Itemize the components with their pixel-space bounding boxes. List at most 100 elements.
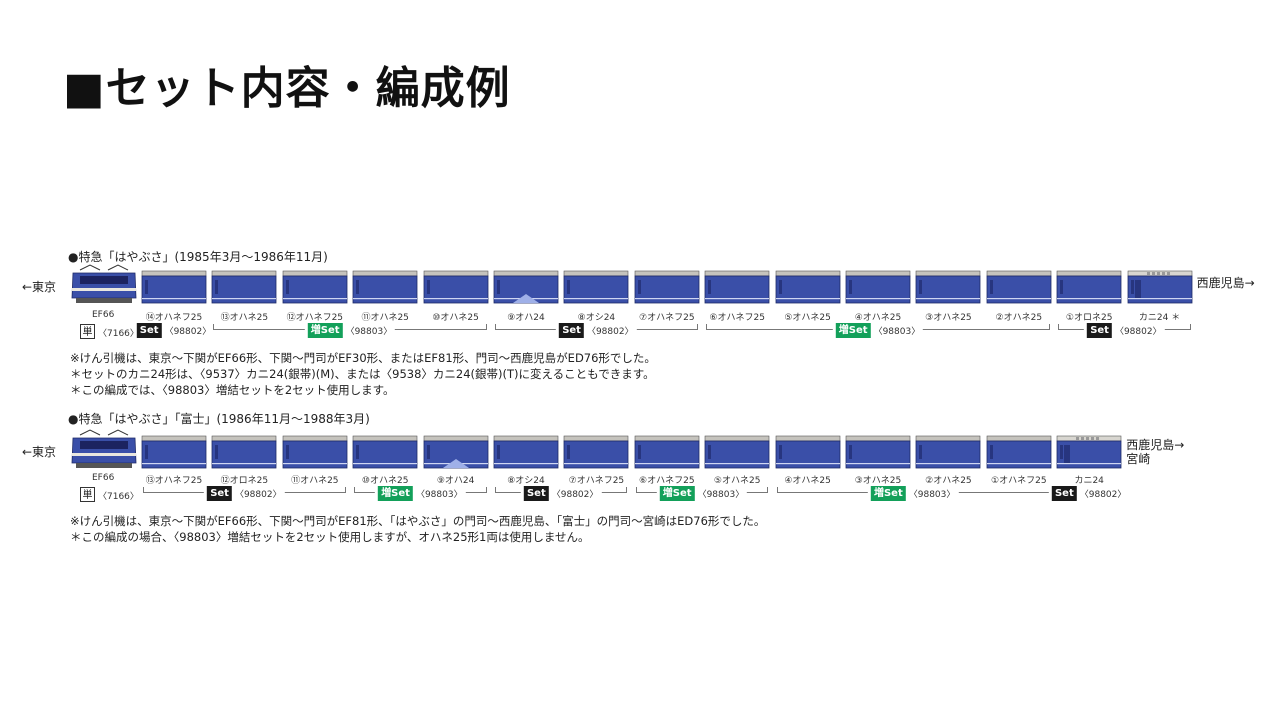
note-line: ＊この編成では、〈98803〉増結セットを2セット使用します。 [70,383,395,397]
set-code: 〈98802〉 [1114,327,1162,337]
direction-right: 西鹿児島→ [1197,276,1255,290]
car-label: ⑥オハネフ25 [639,476,695,486]
passenger-car [915,270,981,306]
passenger-car [563,270,629,306]
set-badge-group: 増Set〈98803〉 [867,486,959,501]
passenger-car [352,270,418,306]
set-badge-group: 増Set〈98803〉 [656,486,748,501]
note-line: ＊セットのカニ24形は、〈9537〉カニ24(銀帯)(M)、または〈9538〉カ… [70,367,655,381]
passenger-car [493,270,559,306]
locomotive-code: 〈7166〉 [98,329,139,339]
passenger-car [1056,270,1122,306]
expansion-set-badge: 増Set [835,323,871,338]
passenger-car [1127,270,1193,306]
car-label: ⑬オハネ25 [220,313,269,323]
set-code: 〈98802〉 [234,490,282,500]
expansion-set-badge: 増Set [378,486,413,501]
passenger-car [845,435,911,471]
car-label: ⑥オハネフ25 [709,313,765,323]
set-badge-group: Set〈98802〉 [556,323,637,338]
set-badge-group: Set〈98802〉 [520,486,602,501]
expansion-set-badge: 増Set [659,486,695,501]
car-label: ⑩オハネ25 [432,313,479,323]
passenger-car [563,435,629,471]
page-title: ■セット内容・編成例 [63,63,511,114]
passenger-car [634,435,700,471]
passenger-car [141,435,207,471]
car-label: カニ24 ＊ [1138,313,1181,323]
car-label: ②オハネ25 [925,476,972,486]
passenger-car [986,270,1052,306]
passenger-car [704,435,770,471]
set-badge: Set [207,486,232,501]
car-label: ③オハネ25 [925,313,972,323]
passenger-car [1056,435,1122,471]
passenger-car [775,270,841,306]
direction-left: ←東京 [22,280,57,294]
car-label: ⑧オシ24 [577,313,616,323]
set-badge: Set [1051,486,1077,501]
set-badge: Set [559,323,584,338]
set-code: 〈98802〉 [586,327,634,337]
set-code: 〈98802〉 [1079,490,1127,500]
set-badge-group: Set〈98802〉 [1084,323,1165,338]
passenger-car [352,435,418,471]
car-label: ⑨オハ24 [436,476,475,486]
expansion-set-badge: 増Set [307,323,343,338]
car-label: ⑦オハネフ25 [568,476,625,486]
single-item-mark: 単 [80,487,95,502]
destination-label: 宮崎 [1126,452,1151,466]
set-badge-group: Set〈98802〉 [133,323,215,338]
set-badge-group: Set〈98802〉 [1048,486,1130,501]
car-label: ⑫オハネフ25 [286,313,344,323]
expansion-set-badge: 増Set [870,486,906,501]
destination-label: 西鹿児島→ [1126,438,1185,452]
passenger-car [423,270,489,306]
section-heading: ●特急「はやぶさ」「富士」(1986年11月〜1988年3月) [68,412,370,426]
locomotive-name: EF66 [92,473,115,483]
locomotive-code: 〈7166〉 [98,492,139,502]
passenger-car [282,270,348,306]
set-badge-group: Set〈98802〉 [204,486,285,501]
set-code: 〈98803〉 [908,490,956,500]
locomotive-icon [70,264,138,310]
note-line: ※けん引機は、東京〜下関がEF66形、下関〜門司がEF81形、「はやぶさ」の門司… [70,514,766,528]
car-label: ⑪オハネ25 [291,476,339,486]
set-code: 〈98803〉 [873,327,921,337]
set-code: 〈98802〉 [551,490,599,500]
set-code: 〈98803〉 [697,490,745,500]
passenger-car [986,435,1052,471]
passenger-car [915,435,981,471]
passenger-car [282,435,348,471]
locomotive-icon [70,429,138,475]
car-label: ⑪オハネ25 [361,313,409,323]
locomotive-name: EF66 [92,310,115,320]
note-line: ＊この編成の場合、〈98803〉増結セットを2セット使用しますが、オハネ25形1… [70,530,590,544]
car-label: ②オハネ25 [995,313,1043,323]
car-label: ③オハネ25 [854,476,902,486]
passenger-car [493,435,559,471]
passenger-car [211,270,277,306]
set-code: 〈98803〉 [345,327,393,337]
car-label: ⑤オハネ25 [713,476,761,486]
section-heading: ●特急「はやぶさ」(1985年3月〜1986年11月) [68,250,328,264]
set-badge: Set [523,486,549,501]
set-badge-group: 増Set〈98803〉 [375,486,466,501]
passenger-car [211,435,277,471]
car-label: ⑬オハネフ25 [145,476,203,486]
single-item-mark: 単 [80,324,95,339]
passenger-car [845,270,911,306]
car-label: ④オハネ25 [854,313,902,323]
set-badge-group: 増Set〈98803〉 [832,323,924,338]
set-badge-group: 増Set〈98803〉 [304,323,396,338]
car-label: ①オロネ25 [1065,313,1113,323]
passenger-car [634,270,700,306]
car-label: ④オハネ25 [784,476,831,486]
passenger-car [141,270,207,306]
car-label: ⑨オハ24 [507,313,545,323]
car-label: ⑧オシ24 [507,476,545,486]
set-code: 〈98802〉 [164,327,212,337]
direction-right: 西鹿児島→宮崎 [1126,438,1184,466]
car-label: ⑩オハネ25 [361,476,409,486]
car-label: カニ24 [1074,476,1104,486]
